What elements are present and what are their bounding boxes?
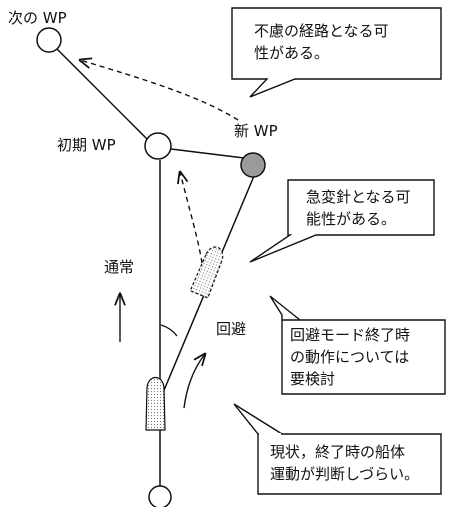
next-wp-label: 次の WP xyxy=(8,9,67,27)
callout-mode-end-line-2: の動作については xyxy=(290,348,410,366)
route-line-next-to-initial xyxy=(55,47,151,143)
ship-current xyxy=(145,376,166,431)
ship-future xyxy=(189,246,224,299)
initial-wp-label: 初期 WP xyxy=(57,136,116,154)
turn-angle-arc xyxy=(160,324,178,337)
callout-mode-end: 回避モード終了時 の動作については 要検討 xyxy=(290,324,410,390)
callout-current-line-1: 現状，終了時の船体 xyxy=(270,443,406,461)
dashed-arrow-sharp-turn xyxy=(180,172,203,264)
dashed-arrow-to-next-wp xyxy=(80,60,239,121)
callout-current: 現状，終了時の船体 運動が判断しづらい。 xyxy=(270,441,419,485)
next-waypoint xyxy=(36,27,62,53)
initial-waypoint xyxy=(144,132,172,160)
callout-current-box xyxy=(233,403,442,495)
callout-route-box xyxy=(231,7,442,98)
start-waypoint xyxy=(148,485,172,507)
callout-route-line-1: 不慮の経路となる可 xyxy=(254,22,389,40)
callout-mode-end-box xyxy=(269,295,446,395)
new-waypoint xyxy=(240,152,266,178)
callout-mode-end-line-3: 要検討 xyxy=(290,370,336,388)
new-wp-label: 新 WP xyxy=(234,122,278,140)
callout-route: 不慮の経路となる可 性がある。 xyxy=(254,20,389,64)
arrow-avoid xyxy=(183,354,205,409)
route-line-initial-to-new xyxy=(170,148,245,159)
callout-sharp-turn-line-1: 急変針となる可 xyxy=(306,188,411,206)
callout-current-line-2: 運動が判断しづらい。 xyxy=(270,465,420,483)
normal-label: 通常 xyxy=(104,258,135,276)
callout-route-line-2: 性がある。 xyxy=(254,44,330,62)
callout-mode-end-line-1: 回避モード終了時 xyxy=(290,326,411,344)
callout-sharp-turn-box xyxy=(249,179,435,263)
avoid-label: 回避 xyxy=(216,320,247,338)
callout-sharp-turn: 急変針となる可 能性がある。 xyxy=(306,186,411,230)
callout-sharp-turn-line-2: 能性がある。 xyxy=(306,210,397,228)
